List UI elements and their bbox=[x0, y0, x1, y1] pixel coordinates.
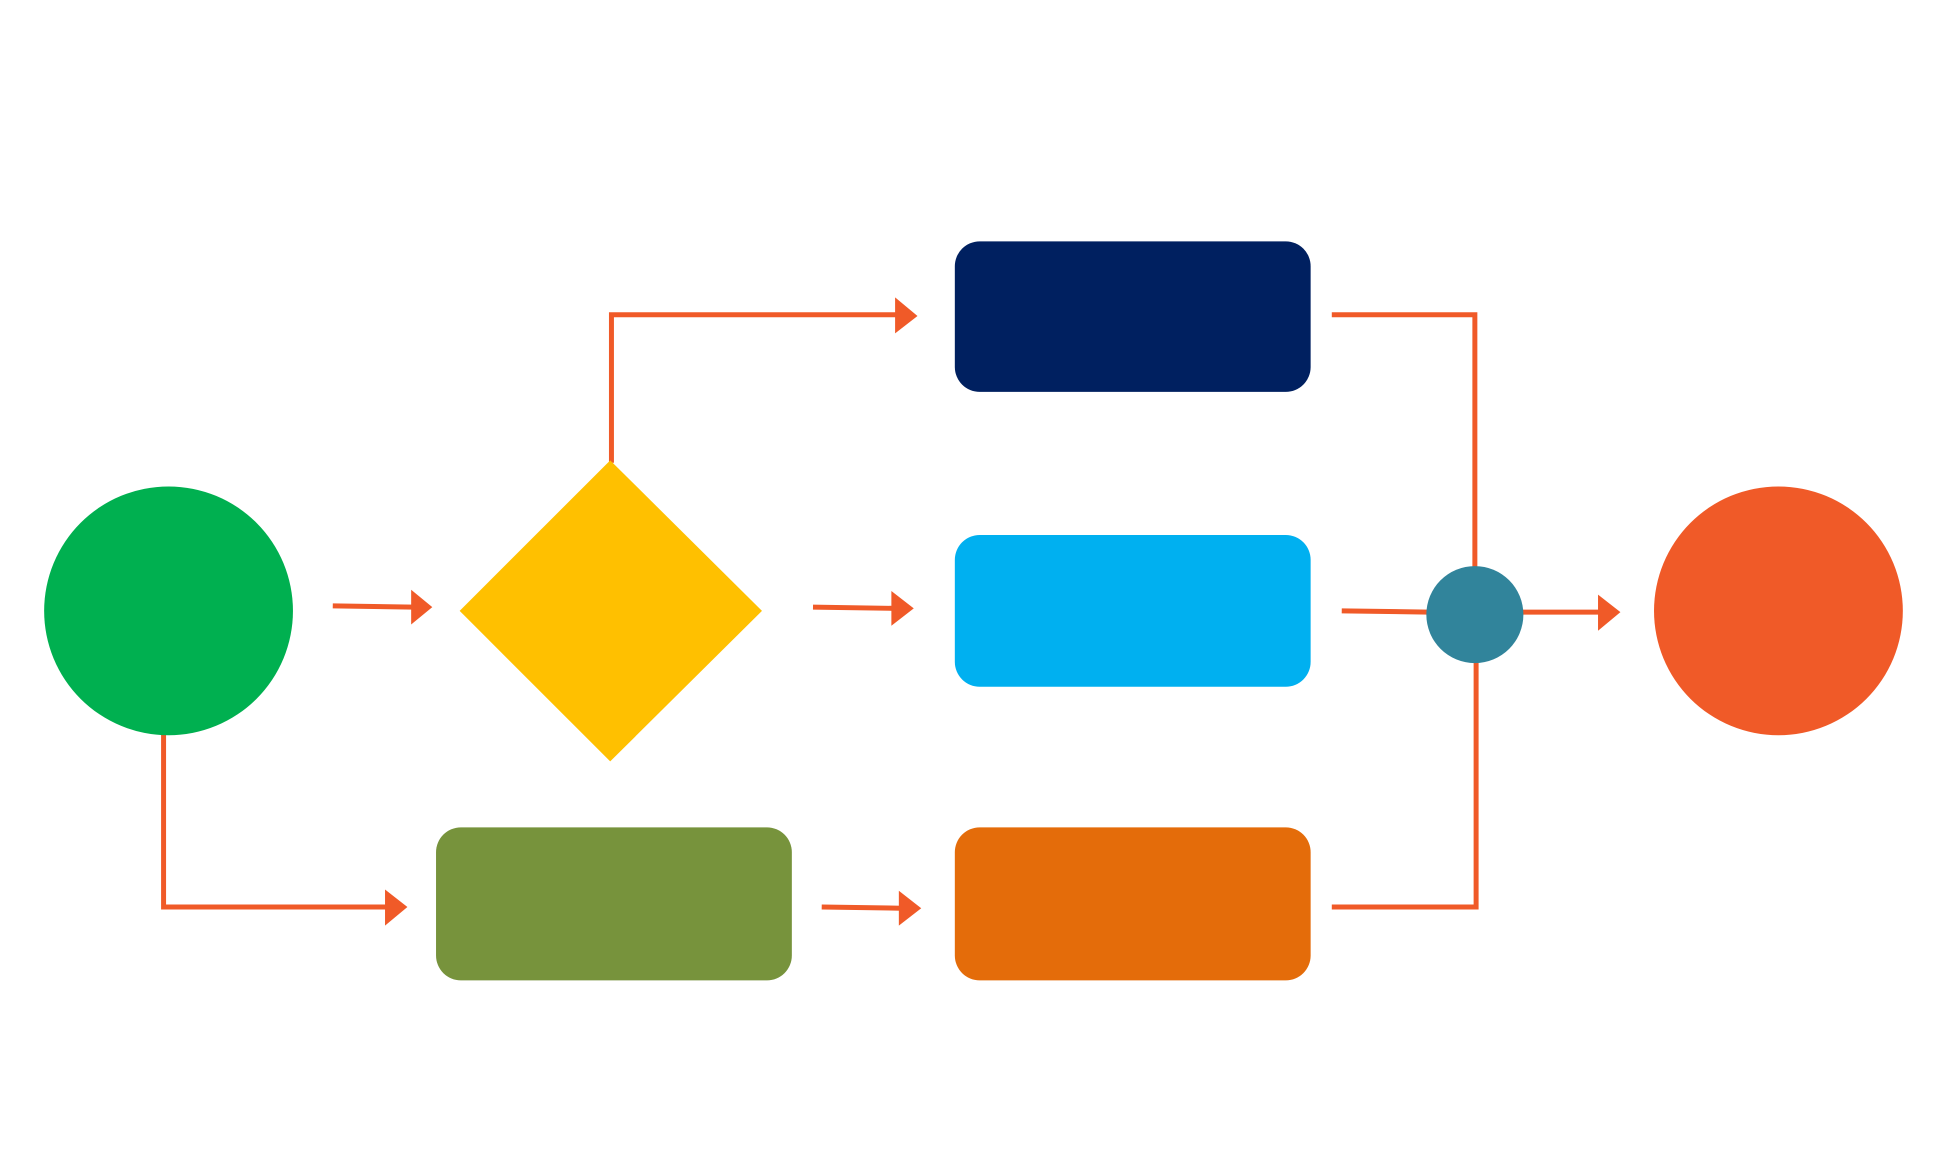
connector-top-box-to-merge bbox=[1331, 312, 1478, 570]
arrowhead-icon bbox=[385, 889, 408, 926]
end-circle[interactable] bbox=[1654, 486, 1903, 736]
arrowhead-icon bbox=[895, 297, 918, 334]
connector-middle-box-to-merge bbox=[1341, 608, 1429, 615]
process-box-bottom-left[interactable] bbox=[436, 827, 792, 981]
arrowhead-icon bbox=[898, 890, 922, 926]
process-box-top[interactable] bbox=[954, 241, 1311, 392]
process-box-middle[interactable] bbox=[954, 534, 1311, 687]
merge-node[interactable] bbox=[1426, 566, 1524, 664]
connector-start-to-decision bbox=[332, 603, 414, 610]
decision-diamond[interactable] bbox=[459, 460, 762, 762]
arrowhead-icon bbox=[411, 589, 433, 625]
connectors bbox=[161, 312, 1602, 911]
arrowhead-icon bbox=[1598, 594, 1621, 631]
connector-bottom-box-to-merge bbox=[1331, 661, 1479, 910]
start-circle[interactable] bbox=[44, 486, 293, 736]
arrowheads bbox=[385, 297, 1621, 926]
arrowhead-icon bbox=[891, 590, 914, 626]
connector-decision-to-middle-box bbox=[812, 604, 894, 611]
connector-decision-to-top-box bbox=[608, 312, 898, 463]
connector-start-to-bottom-left-box bbox=[161, 734, 388, 910]
connector-bottom-left-to-bottom-right bbox=[821, 904, 902, 911]
process-box-bottom-right[interactable] bbox=[954, 827, 1311, 981]
